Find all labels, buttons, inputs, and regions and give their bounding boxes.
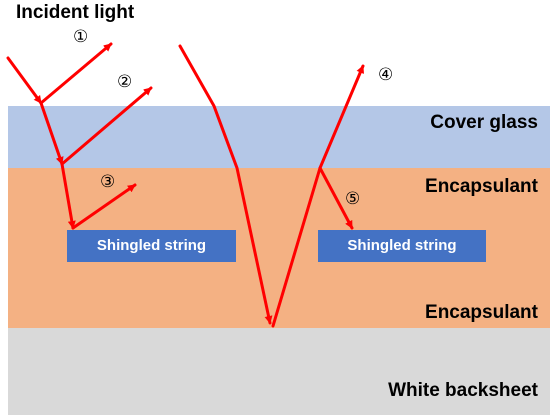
path-number-1: ①: [73, 27, 89, 46]
cover-glass-label: Cover glass: [430, 112, 538, 133]
cover-glass-layer: [8, 106, 550, 168]
reflection-path-2: [60, 86, 153, 166]
path-number-3: ③: [100, 172, 116, 191]
shingled-string-left: Shingled string: [67, 230, 236, 262]
refracted-ray-glass: [39, 101, 64, 166]
reflection-path-1: [39, 42, 113, 105]
middle-light-paths: [178, 44, 365, 328]
left-light-paths: [6, 42, 153, 230]
incident-ray-left: [6, 56, 43, 105]
reflection-path-5: [318, 166, 354, 230]
incident-ray-middle: [178, 44, 273, 325]
path-number-5: ⑤: [345, 189, 361, 208]
shingled-string-right: Shingled string: [318, 230, 486, 262]
backsheet-layer: [8, 328, 550, 415]
white-backsheet-label: White backsheet: [388, 380, 538, 401]
encapsulant-bottom-label: Encapsulant: [425, 302, 538, 323]
reflection-path-3: [71, 183, 137, 230]
refracted-ray-encapsulant: [60, 162, 76, 230]
path-number-4: ④: [378, 65, 394, 84]
incident-light-title: Incident light: [16, 2, 135, 23]
path-number-2: ②: [117, 72, 133, 91]
encapsulant-top-label: Encapsulant: [425, 176, 538, 197]
